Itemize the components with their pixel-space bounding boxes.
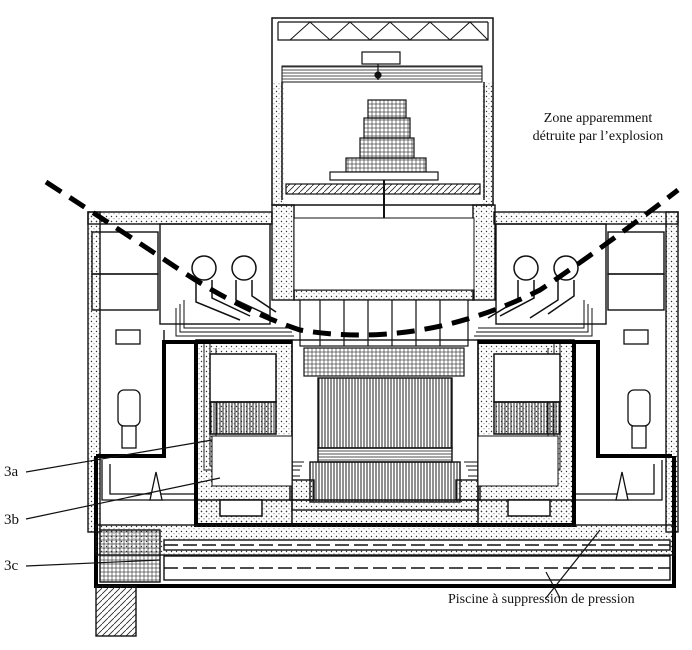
upper-slab — [271, 204, 496, 301]
pool-label: Piscine à suppression de pression — [448, 592, 635, 607]
fuel-machine-icon — [285, 51, 481, 262]
top-deck — [299, 299, 469, 377]
callout-leaders — [25, 439, 601, 599]
zone-annotation: Zone apparemment détruite par l’explosio… — [508, 110, 688, 146]
explosion-boundary — [44, 179, 680, 338]
callout-3a: 3a — [4, 464, 19, 480]
concrete-shield — [195, 339, 575, 526]
zone-line-1: Zone apparemment — [543, 111, 653, 126]
zone-line-2: détruite par l’explosion — [532, 129, 664, 144]
left-wing — [87, 211, 273, 533]
suppression-pool — [95, 524, 675, 637]
reactor-hall — [271, 17, 494, 206]
callout-3b: 3b — [4, 512, 19, 528]
right-wing — [493, 211, 679, 533]
pump-icon — [101, 329, 663, 501]
callout-3c: 3c — [4, 558, 19, 574]
reactor-core — [289, 339, 481, 511]
